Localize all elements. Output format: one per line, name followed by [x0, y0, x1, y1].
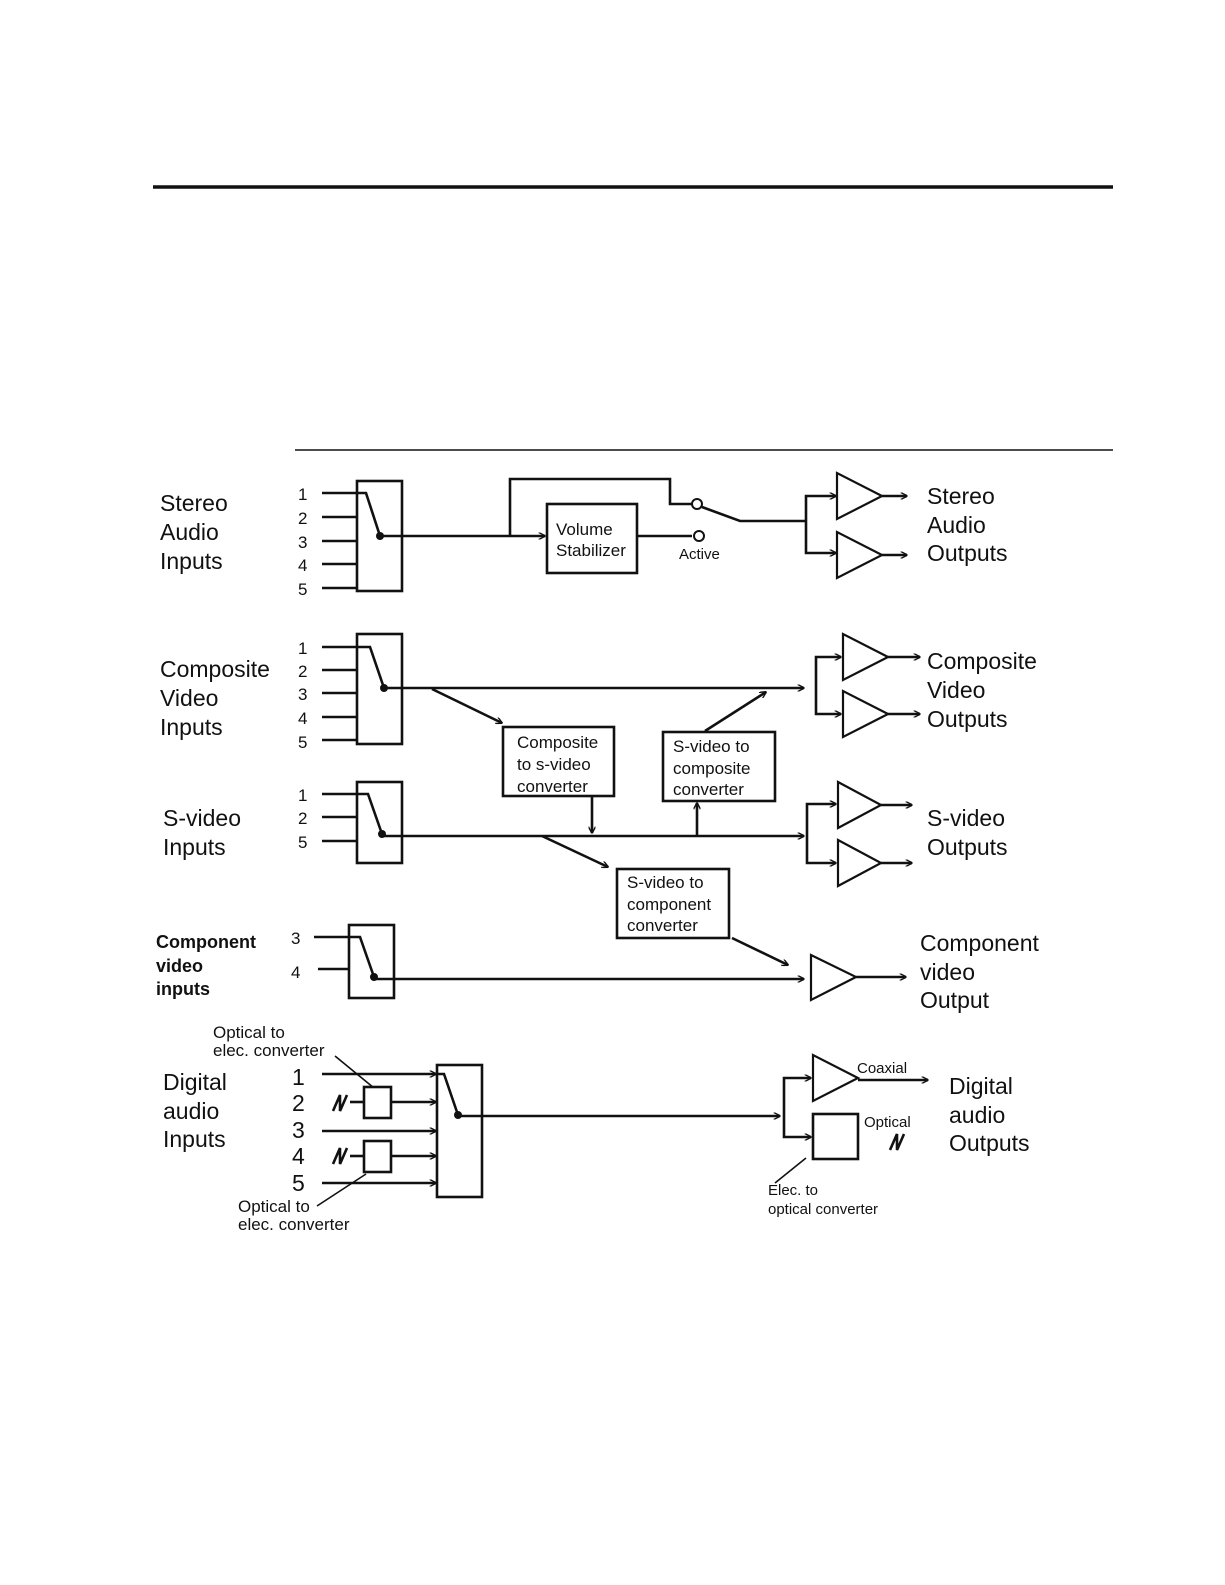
svg-text:2: 2	[292, 1090, 305, 1116]
svg-text:2: 2	[298, 662, 307, 681]
svg-text:5: 5	[298, 833, 307, 852]
svg-text:4: 4	[298, 709, 307, 728]
digital-split-line	[782, 1078, 811, 1116]
stereo-bypass-line	[508, 477, 692, 536]
svideo-to-composite-converter	[661, 730, 777, 803]
svideo-to-composite-output	[704, 692, 766, 733]
stereo-selector-switch	[357, 491, 382, 537]
stereo-output-amp-2	[835, 530, 885, 580]
optical-to-elec-converter-4	[362, 1139, 393, 1174]
svg-text:4: 4	[291, 963, 300, 982]
svg-text:1: 1	[298, 786, 307, 805]
optical-input-icon-2	[331, 1094, 349, 1112]
svg-text:5: 5	[292, 1170, 305, 1196]
component-input-numbers: 3 4	[291, 929, 300, 982]
svideo-input-numbers: 1 2 5	[298, 786, 307, 852]
elec-to-optical-converter	[811, 1112, 860, 1161]
composite-to-svideo-converter	[501, 725, 616, 798]
digital-input-numbers: 1 2 3 4 5	[292, 1064, 305, 1196]
composite-input-lines	[322, 645, 357, 742]
coaxial-output-amp	[811, 1053, 861, 1103]
volume-stabilizer-box	[545, 502, 639, 575]
svg-text:1: 1	[298, 639, 307, 658]
svg-text:4: 4	[298, 556, 307, 575]
stereo-output-switch	[701, 505, 806, 523]
svideo-selector-switch	[357, 792, 384, 835]
optical-input-icon-4	[331, 1147, 349, 1165]
svideo-to-component-feed	[541, 834, 608, 867]
stereo-split-line-lower	[804, 521, 836, 553]
composite-input-numbers: 1 2 3 4 5	[298, 639, 307, 752]
svideo-split-line	[805, 804, 836, 836]
digital-split-line-lower	[782, 1116, 811, 1137]
svideo-input-lines	[322, 792, 357, 843]
composite-split-line-lower	[814, 688, 841, 714]
svideo-to-component-output	[731, 936, 788, 967]
svg-text:4: 4	[292, 1143, 305, 1169]
active-terminal	[693, 530, 705, 542]
digital-selector-switch	[437, 1072, 460, 1116]
svg-text:1: 1	[298, 485, 307, 504]
optical-to-elec-converter-2	[362, 1085, 393, 1120]
component-output-amp	[809, 953, 859, 1002]
svg-text:5: 5	[298, 580, 307, 599]
stereo-input-lines	[322, 491, 357, 590]
composite-output-amp-1	[841, 632, 891, 682]
bypass-terminal	[691, 498, 703, 510]
svg-text:3: 3	[292, 1117, 305, 1143]
svideo-output-amp-1	[836, 780, 884, 830]
elec-converter-pointer	[774, 1157, 807, 1184]
composite-split-line	[814, 657, 841, 688]
svg-text:2: 2	[298, 509, 307, 528]
coaxial-label: Coaxial	[857, 1060, 907, 1077]
svg-text:3: 3	[298, 685, 307, 704]
svg-text:3: 3	[291, 929, 300, 948]
composite-to-svideo-feed	[431, 687, 502, 725]
svg-text:1: 1	[292, 1064, 305, 1090]
svg-text:3: 3	[298, 533, 307, 552]
stereo-split-line	[804, 496, 836, 521]
active-label: Active	[679, 546, 720, 563]
digital-input-selector	[435, 1063, 484, 1199]
svideo-output-amp-2	[836, 838, 884, 888]
optical-output-icon	[888, 1133, 906, 1151]
svg-text:2: 2	[298, 809, 307, 828]
composite-selector-switch	[357, 645, 386, 689]
svideo-split-line-lower	[805, 836, 836, 863]
component-selector-switch	[349, 935, 376, 978]
stereo-input-numbers: 1 2 3 4 5	[298, 485, 307, 599]
stereo-output-amp-1	[835, 471, 885, 521]
svg-text:5: 5	[298, 733, 307, 752]
optical-converter-bottom-pointer	[316, 1173, 367, 1207]
optical-converter-top-pointer	[334, 1055, 375, 1089]
optical-output-label: Optical	[864, 1114, 911, 1131]
svideo-input-selector	[355, 780, 404, 865]
composite-output-amp-2	[841, 689, 891, 739]
svideo-to-component-converter	[615, 867, 731, 940]
